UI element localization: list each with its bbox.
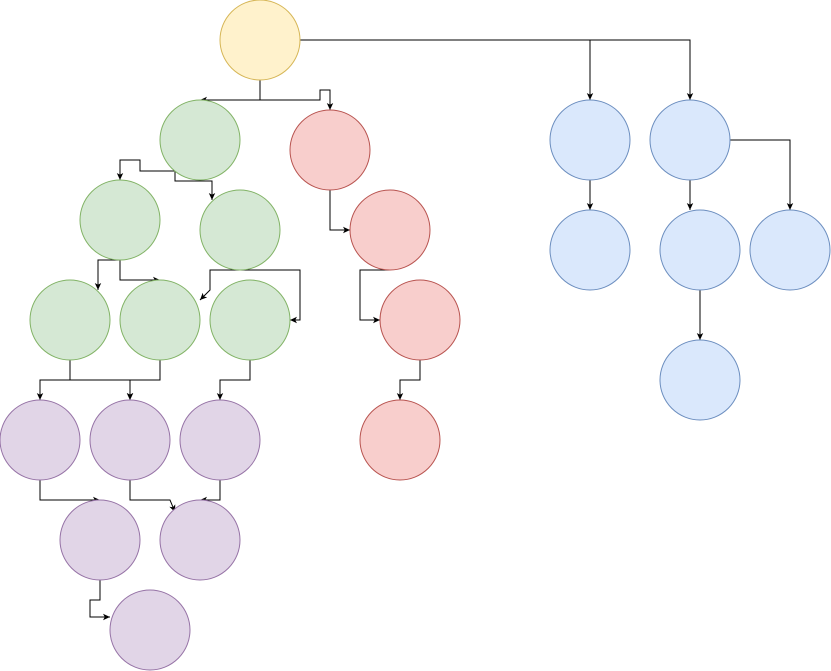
node-p4[interactable] xyxy=(59,499,141,581)
edge-p2-p5 xyxy=(129,480,176,513)
node-root[interactable] xyxy=(219,0,301,81)
edge-g1-g3 xyxy=(174,171,216,200)
edge-g4-p1 xyxy=(36,360,71,400)
edge-b2-b5 xyxy=(730,139,794,210)
node-b1[interactable] xyxy=(549,99,631,181)
edge-g3-g6 xyxy=(240,269,301,324)
edge-g2-g5 xyxy=(119,260,160,284)
edge-root-b2 xyxy=(300,39,694,100)
node-p5[interactable] xyxy=(159,499,241,581)
edge-p3-p5 xyxy=(200,480,221,504)
node-g4[interactable] xyxy=(29,279,111,361)
node-g3[interactable] xyxy=(199,189,281,271)
edge-g6-p3 xyxy=(216,360,251,400)
edge-p4-p6 xyxy=(89,580,110,621)
node-g5[interactable] xyxy=(119,279,201,361)
node-b2[interactable] xyxy=(649,99,731,181)
node-r3[interactable] xyxy=(379,279,461,361)
node-p1[interactable] xyxy=(0,399,81,481)
edge-r2-r3 xyxy=(359,269,390,324)
edge-root-g1 xyxy=(200,80,261,104)
node-g2[interactable] xyxy=(79,179,161,261)
edge-g5-p2 xyxy=(126,360,161,400)
edge-r1-r2 xyxy=(329,190,350,234)
edge-g2-g4 xyxy=(94,259,120,290)
node-p3[interactable] xyxy=(179,399,261,481)
edge-root-r1 xyxy=(259,80,334,110)
node-b4[interactable] xyxy=(659,209,741,291)
edge-p1-p4 xyxy=(39,480,100,504)
node-b3[interactable] xyxy=(549,209,631,291)
node-r1[interactable] xyxy=(289,109,371,191)
node-b5[interactable] xyxy=(749,209,831,291)
node-p6[interactable] xyxy=(109,589,191,671)
edge-g3-g5 xyxy=(199,269,240,301)
edges-layer xyxy=(36,39,794,621)
edge-r3-r4 xyxy=(396,360,421,400)
node-p2[interactable] xyxy=(89,399,171,481)
edge-g4-p2 xyxy=(69,360,134,400)
edge-root-b1 xyxy=(300,39,594,100)
node-g6[interactable] xyxy=(209,279,291,361)
node-b6[interactable] xyxy=(659,339,741,421)
node-r4[interactable] xyxy=(359,399,441,481)
node-g1[interactable] xyxy=(159,99,241,181)
node-r2[interactable] xyxy=(349,189,431,271)
edge-g1-g2 xyxy=(116,159,175,180)
